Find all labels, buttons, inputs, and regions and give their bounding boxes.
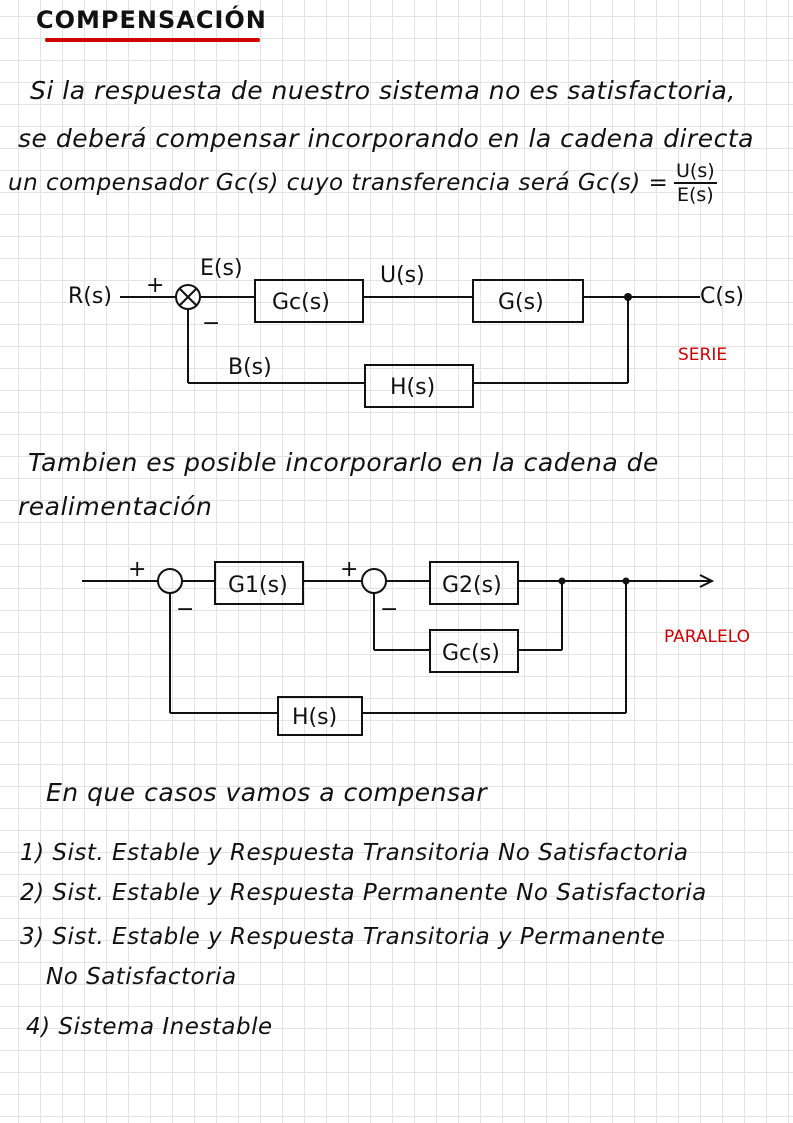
page-title: COMPENSACIÓN [36,6,267,34]
intro-line-1: Si la respuesta de nuestro sistema no es… [30,76,736,105]
plus-sign-2: + [340,557,358,582]
fraction-denominator: E(s) [676,184,714,206]
plus-sign: + [146,273,164,298]
also-line-1: Tambien es posible incorporarlo en la ca… [28,448,659,477]
plant-block: G(s) [498,290,544,315]
minus-sign-2: − [380,597,398,622]
intro-line-3: un compensador Gc(s) cuyo transferencia … [8,170,669,196]
also-line-2: realimentación [18,492,213,521]
compensator-block: Gc(s) [272,290,330,315]
series-block-diagram: R(s) + − E(s) Gc(s) U(s) G(s) C(s) B(s) … [68,256,744,408]
parallel-block-diagram: + − G1(s) + − G2(s) Gc(s) H(s) PARALELO [82,557,750,736]
control-signal-label: U(s) [380,263,425,288]
case-1: 1) Sist. Estable y Respuesta Transitoria… [20,840,689,866]
case-3: 3) Sist. Estable y Respuesta Transitoria… [20,924,666,950]
case-4: 4) Sistema Inestable [26,1014,273,1040]
minus-sign: − [202,311,220,336]
output-label: C(s) [700,284,744,309]
error-label: E(s) [200,256,243,281]
g2-block: G2(s) [442,573,502,598]
plus-sign-1: + [128,557,146,582]
case-2: 2) Sist. Estable y Respuesta Permanente … [20,880,707,906]
feedback-block: H(s) [390,375,435,400]
fraction-numerator: U(s) [674,160,717,184]
minus-sign-1: − [176,597,194,622]
g1-block: G1(s) [228,573,288,598]
intro-line-2: se deberá compensar incorporando en la c… [18,124,754,153]
transfer-fraction: U(s) E(s) [674,160,717,206]
cases-heading: En que casos vamos a compensar [46,778,488,807]
gc-block: Gc(s) [442,641,500,666]
title-underline [45,38,260,42]
case-3-continued: No Satisfactoria [46,964,237,990]
parallel-label: PARALELO [664,627,750,647]
series-label: SERIE [678,345,727,365]
feedback-signal-label: B(s) [228,355,272,380]
input-label: R(s) [68,284,112,309]
h-block: H(s) [292,705,337,730]
